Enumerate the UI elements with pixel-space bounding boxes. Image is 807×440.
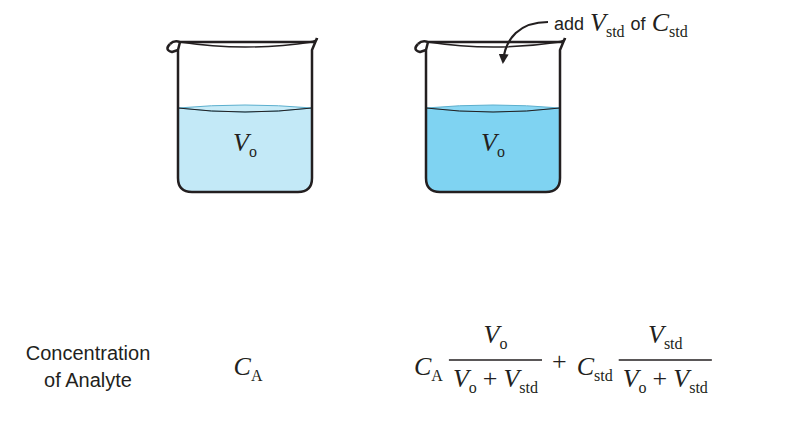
label-text: Concentration bbox=[26, 343, 151, 363]
math-symbol: + bbox=[552, 349, 567, 375]
math-symbol: C bbox=[577, 354, 594, 380]
beaker: Vo bbox=[408, 30, 578, 200]
fraction-bar bbox=[449, 359, 542, 361]
beaker-outline bbox=[160, 30, 330, 200]
beaker-outline bbox=[408, 30, 578, 200]
math-symbol: V bbox=[484, 322, 500, 348]
subscript: std bbox=[594, 368, 613, 384]
math-symbol: V bbox=[503, 366, 519, 392]
subscript: std bbox=[664, 336, 683, 352]
subscript: o bbox=[249, 144, 257, 160]
math-symbol: C bbox=[414, 354, 431, 380]
math-symbol: C bbox=[234, 354, 251, 380]
subscript: std bbox=[689, 380, 708, 396]
math-symbol: V bbox=[673, 366, 689, 392]
math-symbol: V bbox=[590, 10, 606, 36]
math-symbol: + bbox=[653, 366, 668, 392]
math-symbol: V bbox=[453, 366, 469, 392]
label-text: of bbox=[631, 15, 646, 33]
math-symbol: C bbox=[652, 10, 669, 36]
math-symbol: + bbox=[483, 366, 498, 392]
math-symbol: V bbox=[648, 322, 664, 348]
subscript: o bbox=[499, 336, 507, 352]
subscript: o bbox=[639, 380, 647, 396]
fraction-bar bbox=[619, 359, 712, 361]
math-symbol: V bbox=[233, 130, 249, 156]
subscript: std bbox=[669, 24, 688, 40]
beaker: Vo bbox=[160, 30, 330, 200]
subscript: std bbox=[606, 24, 625, 40]
subscript: o bbox=[469, 380, 477, 396]
math-symbol: V bbox=[481, 130, 497, 156]
label-text: of Analyte bbox=[44, 370, 132, 390]
subscript: std bbox=[519, 380, 538, 396]
subscript: o bbox=[497, 144, 505, 160]
subscript: A bbox=[251, 368, 263, 384]
label-text: add bbox=[554, 15, 584, 33]
math-symbol: V bbox=[623, 366, 639, 392]
subscript: A bbox=[431, 368, 443, 384]
